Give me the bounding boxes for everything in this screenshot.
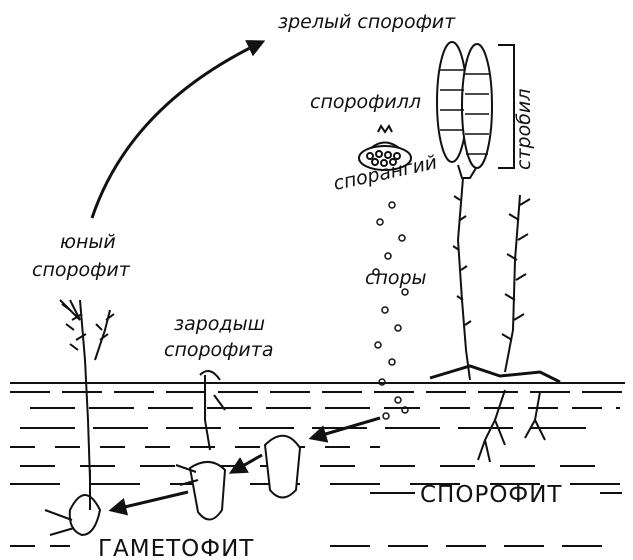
- mature-sporophyte-label: зрелый спорофит: [278, 11, 456, 33]
- young-sporophyte-label-line2: спорофит: [32, 259, 131, 281]
- spores: [373, 202, 408, 419]
- strobilus-bracket: [498, 45, 514, 168]
- young-sporophyte-label-line1: юный: [60, 231, 116, 253]
- embryo-label-line1: зародыш: [174, 313, 265, 335]
- ground-lines: [10, 383, 625, 546]
- growth-arrow: [92, 42, 262, 218]
- strobilus-label: стробил: [513, 89, 535, 170]
- sporophyll-label: спорофилл: [310, 91, 421, 113]
- embryo-label-line2: спорофита: [164, 339, 273, 361]
- spores-label: споры: [365, 267, 427, 289]
- young-sporophyte-plant: [45, 300, 114, 535]
- sporophyte-caption: СПОРОФИТ: [420, 482, 563, 508]
- arrow-to-embryo: [232, 455, 262, 472]
- gametophyte-caption: ГАМЕТОФИТ: [98, 536, 254, 560]
- mature-sporophyte-plant: [430, 42, 560, 462]
- arrow-to-young: [112, 492, 188, 510]
- embryo-sporophyte: [176, 371, 300, 520]
